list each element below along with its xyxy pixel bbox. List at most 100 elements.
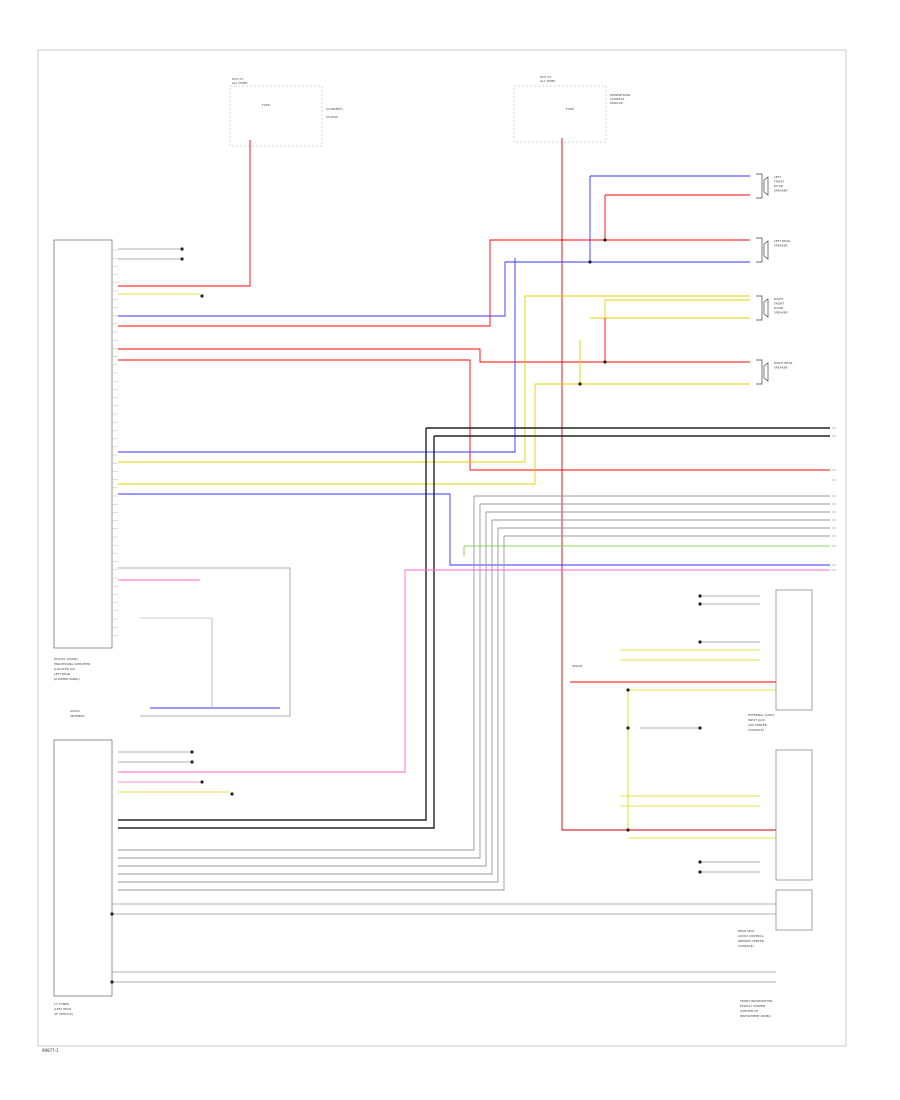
speaker-label: FRONT xyxy=(774,180,784,184)
svg-text:EXTERNAL AUDIO: EXTERNAL AUDIO xyxy=(748,713,775,717)
wire-gray-bus-down xyxy=(118,520,493,875)
splice-dot xyxy=(190,750,194,754)
svg-text:FUSE: FUSE xyxy=(566,107,574,111)
svg-text:DIGITAL SOUND: DIGITAL SOUND xyxy=(54,657,78,661)
speaker-label: DOOR xyxy=(774,184,783,188)
wire-red-rr xyxy=(118,348,750,363)
speaker-bracket xyxy=(756,173,763,199)
speaker-cone xyxy=(763,240,769,260)
module-antenna-label: AUDIO ANTENNA xyxy=(70,709,86,718)
speaker-cone xyxy=(763,362,769,382)
splice-dot xyxy=(230,792,234,796)
splice-dot xyxy=(110,980,114,984)
svg-text:TV TUNER: TV TUNER xyxy=(53,1002,69,1006)
splice-dot xyxy=(578,382,582,386)
svg-text:(ON CENTER: (ON CENTER xyxy=(748,723,767,727)
wire-fuse-left xyxy=(118,140,251,287)
module-tuner-label: TV TUNER (LEFT REAR OF VEHICLE) xyxy=(53,1002,73,1016)
speaker-label: SPEAKER xyxy=(774,244,788,248)
wire-blue-3 xyxy=(118,493,830,566)
speaker-bracket xyxy=(756,237,763,263)
svg-text:(BEHIND CENTER: (BEHIND CENTER xyxy=(738,939,764,943)
svg-text:INPUT JACK: INPUT JACK xyxy=(748,718,766,722)
wire-blue-2 xyxy=(118,258,516,453)
splice-dot xyxy=(588,260,592,264)
splice-dot xyxy=(190,760,194,764)
wires xyxy=(112,138,830,983)
svg-text:POWERTRAIN: POWERTRAIN xyxy=(610,93,630,97)
module-sub-amp-label: EXTERNAL AUDIO INPUT JACK (ON CENTER CON… xyxy=(748,713,775,732)
splice-dot xyxy=(698,640,702,644)
splice-dot xyxy=(626,688,630,692)
wire-red-long xyxy=(118,359,830,471)
splice-dot xyxy=(698,594,702,598)
svg-text:FRONT INFORMATION: FRONT INFORMATION xyxy=(740,999,772,1003)
speaker-label: LEFT xyxy=(774,175,781,179)
module-radio-label: DIGITAL SOUND PROCESSING AMPLIFIER (LOCA… xyxy=(54,657,90,681)
svg-text:(CURRENT): (CURRENT) xyxy=(326,107,343,111)
svg-text:ANTENNA: ANTENNA xyxy=(70,714,86,718)
svg-text:REAR SEAT: REAR SEAT xyxy=(738,929,755,933)
wire-black-2-down xyxy=(118,436,435,829)
splice-dot xyxy=(603,360,607,364)
svg-text:HOT AT: HOT AT xyxy=(232,77,243,81)
module-bottom-right xyxy=(775,889,813,931)
module-rear-label: REAR SEAT AUDIO CONTROL (BEHIND CENTER C… xyxy=(738,929,764,948)
wire-yellow-rf xyxy=(118,295,750,463)
splice-dot xyxy=(110,912,114,916)
svg-text:AUDIO CONTROL: AUDIO CONTROL xyxy=(738,934,764,938)
wire-blue-lr xyxy=(118,261,750,317)
wire-gray-bus-down xyxy=(118,536,505,891)
speaker-label: LEFT REAR xyxy=(774,239,790,243)
module-radio xyxy=(53,239,113,649)
wire xyxy=(140,617,213,708)
splice-dot xyxy=(626,726,630,730)
wire-gray-bus-down xyxy=(118,496,475,851)
wire-gray-bus-down xyxy=(118,504,481,859)
svg-text:AUDIO: AUDIO xyxy=(70,709,80,713)
svg-text:ACCESS: ACCESS xyxy=(326,115,338,119)
svg-text:OF VEHICLE): OF VEHICLE) xyxy=(54,1012,73,1016)
svg-text:PROCESSING AMPLIFIER: PROCESSING AMPLIFIER xyxy=(54,662,90,666)
speaker-label: SPEAKER xyxy=(774,189,788,193)
wire-gray-bus-down xyxy=(118,512,487,867)
svg-text:CONSOLE): CONSOLE) xyxy=(748,728,764,732)
speaker-cone xyxy=(763,176,769,196)
module-tuner xyxy=(53,739,113,997)
hub-label: SPLICE xyxy=(572,664,582,668)
speaker-label: RIGHT xyxy=(774,297,784,301)
speaker-bracket xyxy=(756,295,763,321)
speaker-label: DOOR xyxy=(774,306,783,310)
module-rear xyxy=(775,749,813,881)
svg-text:(LEFT REAR: (LEFT REAR xyxy=(54,1007,71,1011)
svg-text:SPLICE: SPLICE xyxy=(572,664,582,668)
svg-text:INSTRUMENT PANEL): INSTRUMENT PANEL) xyxy=(740,1014,771,1018)
module-sub-amp xyxy=(775,589,813,711)
wire-gray-bus-down xyxy=(118,528,499,883)
svg-text:DISPLAY SCREEN: DISPLAY SCREEN xyxy=(740,1004,765,1008)
svg-text:ALL TIMES: ALL TIMES xyxy=(540,79,556,83)
svg-text:CONTROL: CONTROL xyxy=(610,97,625,101)
speaker-label: RIGHT REAR xyxy=(774,361,792,365)
splice-dot xyxy=(180,247,184,251)
wire-gray-loop xyxy=(118,567,291,717)
svg-text:(CENTER OF: (CENTER OF xyxy=(740,1009,759,1013)
wire-pink-long xyxy=(118,569,830,773)
wire-yellow-rr xyxy=(118,383,750,485)
speaker-bracket xyxy=(756,359,763,385)
speaker-label: SPEAKER xyxy=(774,366,788,370)
svg-text:MODULE: MODULE xyxy=(610,101,623,105)
splice-dot xyxy=(180,257,184,261)
splice-dot xyxy=(698,870,702,874)
svg-text:(LOCATED ON: (LOCATED ON xyxy=(54,667,75,671)
module-bottom-right-label: FRONT INFORMATION DISPLAY SCREEN (CENTER… xyxy=(740,999,772,1018)
page-ref: 99877-1 xyxy=(42,1048,59,1053)
splice-dot xyxy=(200,780,204,784)
svg-text:LEFT REAR: LEFT REAR xyxy=(54,672,70,676)
